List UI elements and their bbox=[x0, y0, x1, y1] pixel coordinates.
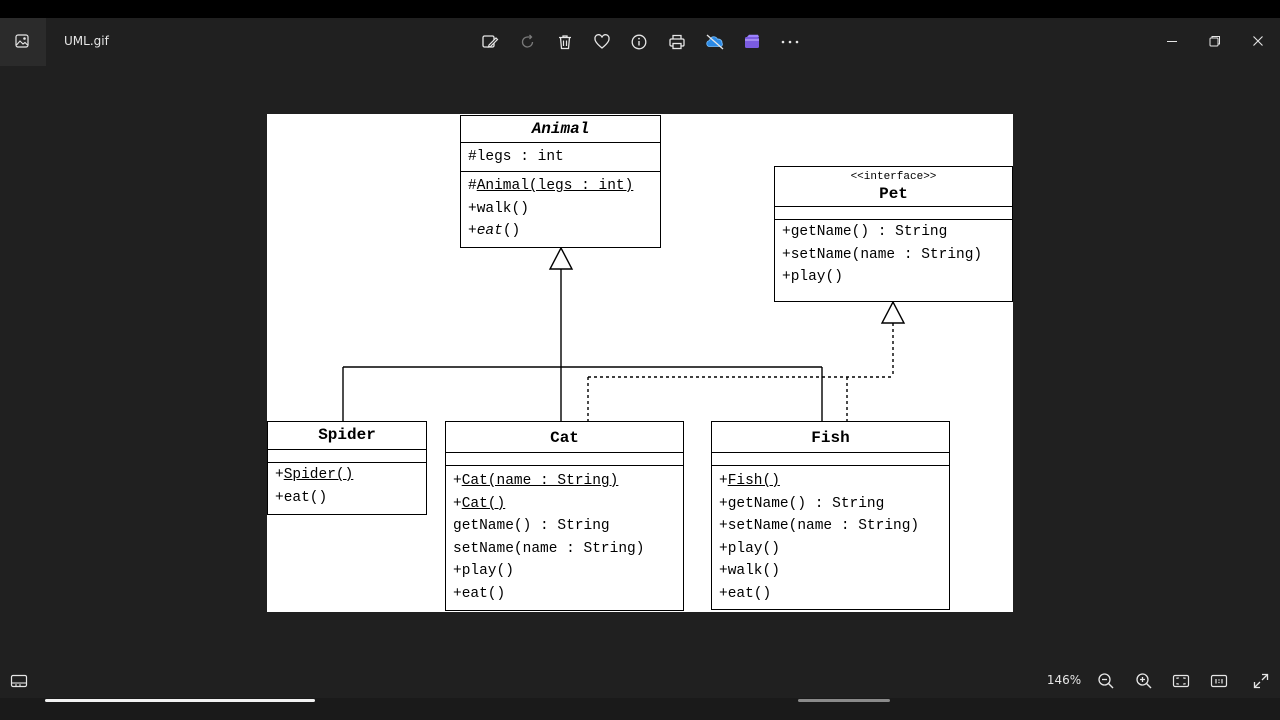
favorite-icon[interactable] bbox=[592, 32, 612, 52]
uml-connectors bbox=[342, 246, 906, 421]
more-icon[interactable] bbox=[780, 32, 800, 52]
class-spider-methods: +Spider() +eat() bbox=[268, 462, 426, 509]
actual-size-icon[interactable] bbox=[1209, 671, 1229, 691]
fullscreen-icon[interactable] bbox=[1251, 671, 1271, 691]
class-cat-methods: +Cat(name : String) +Cat() getName() : S… bbox=[446, 465, 683, 605]
method-fish-constructor: +Fish() bbox=[719, 473, 780, 489]
class-cat-name: Cat bbox=[550, 429, 579, 447]
method-setname: +setName(name : String) bbox=[782, 246, 983, 263]
app-icon-tile[interactable] bbox=[0, 18, 46, 66]
edit-image-icon[interactable] bbox=[480, 32, 500, 52]
class-fish-name: Fish bbox=[811, 429, 850, 447]
method-fish-play: +play() bbox=[719, 540, 780, 557]
class-animal-name: Animal bbox=[531, 120, 590, 138]
fit-to-window-icon[interactable] bbox=[1171, 671, 1191, 691]
title-bar: UML.gif bbox=[0, 18, 1280, 66]
interface-pet-name: Pet bbox=[879, 185, 908, 203]
method-walk: +walk() bbox=[468, 200, 529, 217]
method-fish-eat: +eat() bbox=[719, 585, 772, 602]
class-animal-attributes: #legs : int bbox=[461, 142, 660, 171]
clipchamp-icon[interactable] bbox=[742, 32, 762, 52]
photos-app-icon bbox=[15, 34, 29, 48]
class-animal: Animal #legs : int #Animal(legs : int) +… bbox=[460, 115, 661, 248]
class-fish: Fish +Fish() +getName() : String +setNam… bbox=[711, 421, 950, 610]
delete-icon[interactable] bbox=[555, 32, 575, 52]
method-fish-setname: +setName(name : String) bbox=[719, 518, 920, 534]
class-animal-methods: #Animal(legs : int) +walk() +eat() bbox=[461, 171, 660, 243]
method-fish-walk: +walk() bbox=[719, 563, 780, 579]
class-fish-methods: +Fish() +getName() : String +setName(nam… bbox=[712, 465, 949, 605]
rotate-icon[interactable] bbox=[518, 32, 538, 52]
class-fish-attributes bbox=[712, 452, 949, 465]
method-cat-eat: +eat() bbox=[453, 585, 506, 602]
interface-pet: <<interface>> Pet +getName() : String +s… bbox=[774, 166, 1013, 302]
method-cat-getname: getName() : String bbox=[453, 518, 610, 534]
zoom-level: 146% bbox=[1046, 673, 1082, 687]
bottom-bar: 146% bbox=[0, 662, 1280, 720]
pet-stereotype: <<interface>> bbox=[850, 171, 937, 183]
uml-diagram-image: Animal #legs : int #Animal(legs : int) +… bbox=[267, 114, 1013, 612]
method-fish-getname: +getName() : String bbox=[719, 495, 885, 512]
class-cat: Cat +Cat(name : String) +Cat() getName()… bbox=[445, 421, 684, 611]
restore-button[interactable] bbox=[1200, 26, 1230, 56]
onedrive-icon[interactable] bbox=[705, 32, 725, 52]
interface-pet-methods: +getName() : String +setName(name : Stri… bbox=[775, 219, 1012, 289]
method-getname: +getName() : String bbox=[782, 224, 948, 240]
filmstrip-toggle-icon[interactable] bbox=[9, 671, 29, 691]
method-spider-constructor: +Spider() bbox=[275, 467, 354, 483]
method-animal-constructor: #Animal(legs : int) bbox=[468, 178, 634, 194]
method-cat-constructor-name: +Cat(name : String) bbox=[453, 473, 619, 489]
filmstrip-scrollbar[interactable] bbox=[45, 699, 315, 702]
filmstrip-thumb-indicator[interactable] bbox=[798, 699, 890, 702]
method-cat-play: +play() bbox=[453, 563, 514, 579]
class-cat-attributes bbox=[446, 452, 683, 465]
close-button[interactable] bbox=[1243, 26, 1273, 56]
class-spider-attributes bbox=[268, 449, 426, 462]
interface-pet-attributes bbox=[775, 206, 1012, 219]
method-spider-eat: +eat() bbox=[275, 489, 328, 506]
method-cat-setname: setName(name : String) bbox=[453, 540, 645, 557]
class-spider: Spider +Spider() +eat() bbox=[267, 421, 427, 515]
info-icon[interactable] bbox=[629, 32, 649, 52]
file-name: UML.gif bbox=[64, 34, 109, 48]
attribute-legs: #legs : int bbox=[468, 149, 564, 165]
top-strip bbox=[0, 0, 1280, 18]
zoom-out-icon[interactable] bbox=[1096, 671, 1116, 691]
minimize-button[interactable] bbox=[1157, 26, 1187, 56]
filmstrip-track bbox=[0, 698, 1280, 720]
class-spider-name: Spider bbox=[318, 426, 376, 444]
method-eat-abstract: +eat() bbox=[468, 223, 521, 239]
print-icon[interactable] bbox=[667, 32, 687, 52]
method-play: +play() bbox=[782, 269, 843, 285]
method-cat-constructor: +Cat() bbox=[453, 495, 506, 512]
zoom-in-icon[interactable] bbox=[1134, 671, 1154, 691]
